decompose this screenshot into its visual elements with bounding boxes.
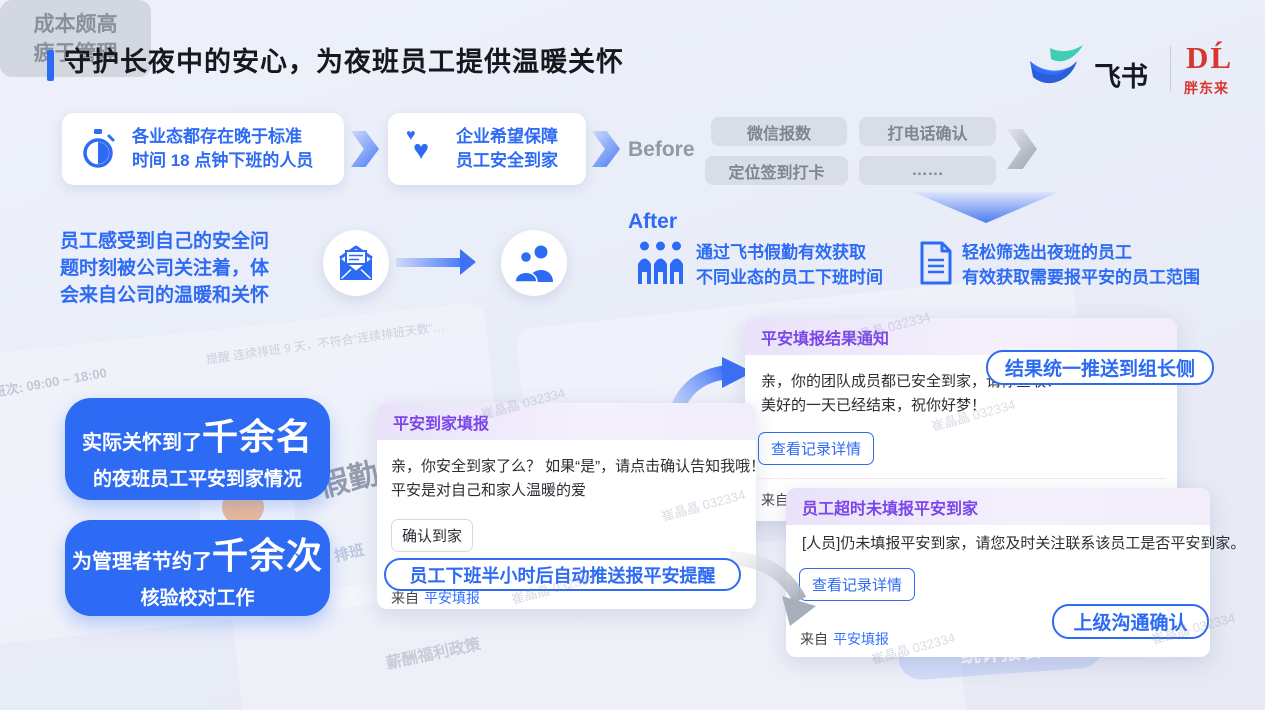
stat-box-managers: 为管理者节约了 千余次 核验校对工作 [65,520,330,616]
card3-from: 来自平安填报 [800,629,889,649]
before-label: Before [628,138,695,161]
after-item1-line2: 不同业态的员工下班时间 [696,268,883,287]
card3-from-label: 来自 [800,631,828,647]
warmth-line2: 题时刻被公司关注着，体 [60,258,270,279]
card3-from-app[interactable]: 平安填报 [833,631,889,647]
warmth-line1: 员工感受到自己的安全问 [60,231,270,252]
after-item1-line1: 通过飞书假勤有效获取 [696,243,866,262]
card2-from-label: 来自 [761,492,789,508]
card3-body: [人员]仍未填报平安到家，请您及时关注联系该员工是否平安到家。 [802,535,1246,552]
card1-from-label: 来自 [391,590,419,606]
card2-body-line2: 美好的一天已经结束，祝你好梦！ [761,397,987,414]
dl-logo-text: DĹ [1186,40,1234,75]
card1-body-line2: 平安是对自己和家人温暖的爱 [391,482,587,499]
after-item2-line2: 有效获取需要报平安的员工范围 [962,268,1200,287]
before-result-box: 成本颇高 疲于管理 [0,0,151,77]
before-method-phone: 打电话确认 [859,117,996,146]
stat1-number: 千余名 [201,415,313,457]
card1-body: 亲，你安全到家了么？ 如果“是”，请点击确认告知我哦！ 平安是对自己和家人温暖的… [391,455,765,503]
before-method-checkin: 定位签到打卡 [705,156,848,185]
after-item2-text: 轻松筛选出夜班的员工 有效获取需要报平安的员工范围 [962,240,1200,290]
card1-from-app[interactable]: 平安填报 [424,590,480,606]
after-item2-line1: 轻松筛选出夜班的员工 [962,243,1132,262]
problem-box-late-shift: 各业态都存在晚于标准 时间 18 点钟下班的人员 [62,113,344,185]
chevron-right-icon [592,131,620,167]
goal-box-line1: 企业希望保障 [456,127,558,146]
feishu-logo-text: 飞书 [1094,62,1148,92]
curved-arrow-down-icon [729,551,816,626]
title-accent-bar [47,50,54,81]
heart-small-icon: ♥ [406,127,416,144]
group-people-icon [638,241,683,284]
chevron-right-icon [351,131,379,167]
arrow-right-icon [396,258,462,267]
page-title: 守护长夜中的安心，为夜班员工提供温暖关怀 [64,47,624,77]
card2-body: 亲，你的团队成员都已安全到家，请你查收！ 美好的一天已经结束，祝你好梦！ [761,370,1061,418]
card1-title: 平安到家填报 [393,415,490,433]
card1-body-line1: 亲，你安全到家了么？ 如果“是”，请点击确认告知我哦！ [391,458,766,475]
view-record-button[interactable]: 查看记录详情 [799,568,915,601]
document-icon [920,241,952,285]
card2-header: 平安填报结果通知 [745,318,1177,355]
view-record-button[interactable]: 查看记录详情 [758,432,874,465]
stat2-prefix: 为管理者节约了 [71,550,212,573]
problem-box-line1: 各业态都存在晚于标准 [132,127,302,146]
callout-supervisor-confirm: 上级沟通确认 [1052,604,1209,639]
before-result-line2: 疲于管理 [33,41,118,65]
envelope-circle [323,230,389,296]
stat2-number: 千余次 [211,534,323,576]
card3-title: 员工超时未填报平安到家 [802,500,979,518]
goal-box-safe-home: ♥ ♥ 企业希望保障 员工安全到家 [388,113,586,185]
heart-big-icon: ♥ [413,135,430,165]
warmth-line3: 会来自公司的温暖和关怀 [60,285,270,306]
warmth-paragraph: 员工感受到自己的安全问 题时刻被公司关注着，体 会来自公司的温暖和关怀 [60,228,269,309]
stat1-line2: 的夜班员工平安到家情况 [92,468,302,490]
callout-auto-push: 员工下班半小时后自动推送报平安提醒 [384,558,741,591]
envelope-icon [339,245,373,280]
card2-from: 来自 [761,490,789,510]
callout-leader-push: 结果统一推送到组长侧 [986,350,1214,385]
card2-divider [757,478,1165,479]
feishu-logo-icon [1030,45,1083,84]
after-item1-text: 通过飞书假勤有效获取 不同业态的员工下班时间 [696,240,883,290]
chevron-right-gray-icon [1007,129,1037,169]
card1-from: 来自平安填报 [391,588,480,608]
dl-logo-subtext: 胖东来 [1184,80,1229,96]
goal-box-line2: 员工安全到家 [456,151,558,170]
people-circle [501,230,567,296]
arrow-right-head-icon [460,249,476,275]
stat2-line2: 核验校对工作 [140,587,255,609]
stat-box-employees: 实际关怀到了 千余名 的夜班员工平安到家情况 [65,398,330,500]
card2-body-line1: 亲，你的团队成员都已安全到家，请你查收！ [761,373,1062,390]
problem-box-line2: 时间 18 点钟下班的人员 [132,151,314,170]
card1-header: 平安到家填报 [377,403,756,440]
down-arrow-icon [913,192,1059,223]
logo-divider [1170,46,1171,92]
card2-title: 平安填报结果通知 [761,330,890,348]
people-pair-icon [514,245,553,282]
hearts-icon: ♥ ♥ [404,127,444,171]
before-result-line1: 成本颇高 [33,12,118,36]
before-method-wechat: 微信报数 [711,117,847,146]
card3-header: 员工超时未填报平安到家 [786,488,1210,525]
stat1-prefix: 实际关怀到了 [81,431,202,454]
stopwatch-icon [83,129,115,168]
after-label: After [628,210,678,233]
before-method-more: …… [859,156,996,185]
confirm-home-button[interactable]: 确认到家 [391,519,473,552]
